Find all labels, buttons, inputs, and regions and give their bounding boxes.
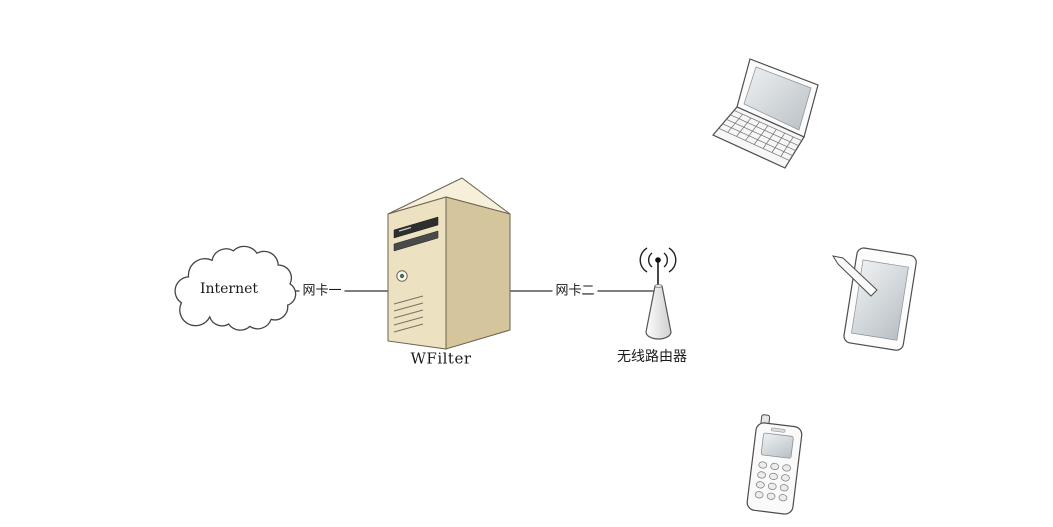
stylus [831, 255, 878, 297]
antenna-tip [655, 257, 661, 263]
server-label: WFilter [410, 349, 472, 368]
vent-lines [393, 295, 424, 333]
drive-bay-slot-1 [393, 216, 439, 239]
server-tower [387, 177, 511, 350]
nic1-label: 网卡一 [299, 284, 345, 298]
tablet [831, 247, 917, 351]
internet-label: Internet [199, 281, 259, 297]
power-led [399, 273, 405, 279]
cloud-shape [174, 245, 297, 331]
phone-screen [760, 432, 794, 459]
laptop-screen [743, 66, 812, 131]
router-body [645, 285, 672, 340]
nic2-label: 网卡二 [552, 284, 598, 298]
radio-waves-icon [639, 247, 677, 273]
phone-earpiece [770, 427, 786, 433]
mobile-phone [746, 414, 803, 515]
laptop [712, 58, 819, 169]
drive-bay-slot-2 [393, 230, 439, 252]
drive-bay-slot-1-highlight [398, 226, 412, 232]
router-label: 无线路由器 [617, 349, 687, 365]
laptop-keyboard-keys [727, 113, 794, 157]
server-side-face [445, 196, 511, 350]
phone-keypad [754, 461, 791, 502]
router-body-top [654, 284, 663, 288]
internet-cloud [174, 245, 297, 331]
wireless-router [639, 247, 677, 340]
